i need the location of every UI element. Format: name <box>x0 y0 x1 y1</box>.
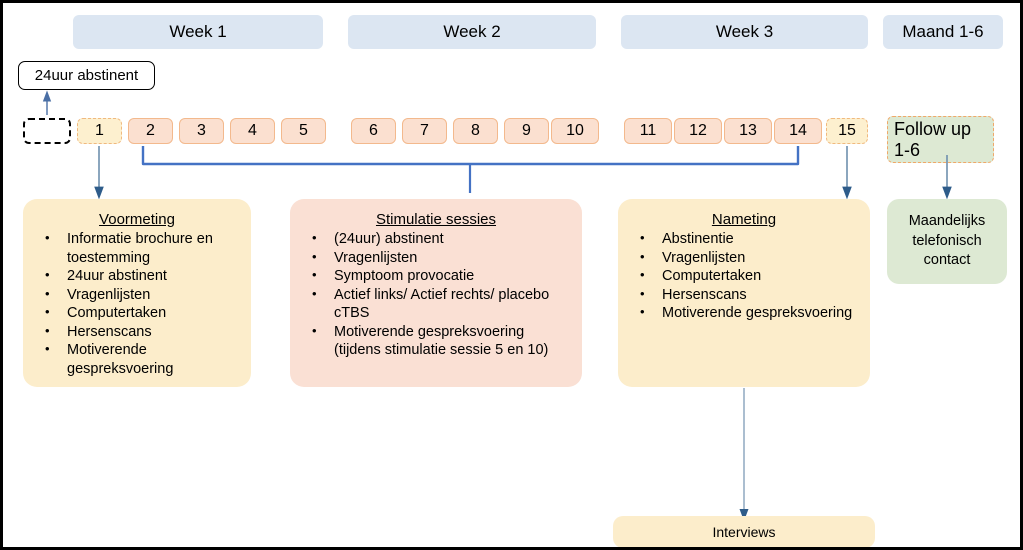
session-chip-baseline[interactable] <box>23 118 71 144</box>
list-item: Motiverende gespreksvoering <box>632 304 856 323</box>
session-chip-6[interactable]: 6 <box>351 118 396 144</box>
session-chip-11[interactable]: 11 <box>624 118 672 144</box>
list-item: Computertaken <box>632 267 856 286</box>
panel-item-list: Abstinentie Vragenlijsten Computertaken … <box>632 230 856 323</box>
session-chip-10[interactable]: 10 <box>551 118 599 144</box>
session-chip-9[interactable]: 9 <box>504 118 549 144</box>
abstinence-note-box: 24uur abstinent <box>18 61 155 90</box>
session-chip-label: 12 <box>689 122 707 139</box>
session-chip-label: 13 <box>739 122 757 139</box>
session-chip-2[interactable]: 2 <box>128 118 173 144</box>
panel-voormeting: Voormeting Informatie brochure en toeste… <box>23 199 251 387</box>
list-item: Hersenscans <box>37 323 237 342</box>
session-chip-5[interactable]: 5 <box>281 118 326 144</box>
session-chip-14[interactable]: 14 <box>774 118 822 144</box>
list-item: Motiverende gespreksvoering <box>37 341 237 378</box>
abstinence-note-label: 24uur abstinent <box>34 67 139 84</box>
panel-nameting: Nameting Abstinentie Vragenlijsten Compu… <box>618 199 870 387</box>
list-item: Motiverende gespreksvoering (tijdens sti… <box>304 323 568 360</box>
week-bar-maand-1-6: Maand 1-6 <box>883 15 1003 49</box>
list-item: Symptoom provocatie <box>304 267 568 286</box>
list-item: Actief links/ Actief rechts/ placebo cTB… <box>304 286 568 323</box>
list-item: Computertaken <box>37 304 237 323</box>
week-bar-label: Maand 1-6 <box>902 22 984 41</box>
list-item: 24uur abstinent <box>37 267 237 286</box>
panel-item-list: Informatie brochure en toestemming 24uur… <box>37 230 237 378</box>
week-bar-week-1: Week 1 <box>73 15 323 49</box>
week-bar-label: Week 2 <box>443 22 501 41</box>
session-chip-15[interactable]: 15 <box>826 118 868 144</box>
session-chip-label: 10 <box>566 122 584 139</box>
session-chip-13[interactable]: 13 <box>724 118 772 144</box>
session-chip-label: 4 <box>248 122 257 139</box>
list-item: Vragenlijsten <box>304 249 568 268</box>
session-chip-label: 3 <box>197 122 206 139</box>
session-chip-label: 8 <box>471 122 480 139</box>
monthly-contact-box: Maandelijks telefonisch contact <box>887 199 1007 284</box>
bracket-stimulation-sessions <box>141 146 800 166</box>
list-item: Abstinentie <box>632 230 856 249</box>
session-chip-7[interactable]: 7 <box>402 118 447 144</box>
panel-stimulatie-sessies: Stimulatie sessies (24uur) abstinent Vra… <box>290 199 582 387</box>
session-chip-label: 11 <box>639 122 657 139</box>
panel-item-list: (24uur) abstinent Vragenlijsten Symptoom… <box>304 230 568 360</box>
followup-label: Follow up 1-6 <box>894 119 972 160</box>
session-chip-12[interactable]: 12 <box>674 118 722 144</box>
session-chip-4[interactable]: 4 <box>230 118 275 144</box>
session-chip-label: 7 <box>420 122 429 139</box>
session-chip-label: 1 <box>95 122 104 139</box>
session-chip-1[interactable]: 1 <box>77 118 122 144</box>
panel-title: Nameting <box>711 211 777 228</box>
panel-title: Voormeting <box>99 211 175 228</box>
week-bar-label: Week 3 <box>715 22 774 41</box>
interviews-label: Interviews <box>712 524 776 540</box>
week-bar-week-3: Week 3 <box>621 15 868 49</box>
list-item: Informatie brochure en toestemming <box>37 230 237 267</box>
session-chip-label: 2 <box>146 122 155 139</box>
list-item: Vragenlijsten <box>632 249 856 268</box>
list-item: (24uur) abstinent <box>304 230 568 249</box>
session-chip-3[interactable]: 3 <box>179 118 224 144</box>
session-chip-label: 5 <box>299 122 308 139</box>
interviews-box: Interviews <box>613 516 875 547</box>
session-chip-8[interactable]: 8 <box>453 118 498 144</box>
list-item: Hersenscans <box>632 286 856 305</box>
session-chip-label: 14 <box>789 122 807 139</box>
followup-box[interactable]: Follow up 1-6 <box>887 116 994 164</box>
monthly-contact-label: Maandelijks telefonisch contact <box>908 213 986 269</box>
week-bar-week-2: Week 2 <box>348 15 596 49</box>
session-chip-label: 6 <box>369 122 378 139</box>
week-bar-label: Week 1 <box>169 22 227 41</box>
session-chip-label: 15 <box>838 122 856 139</box>
session-chip-label: 9 <box>522 122 531 139</box>
panel-title: Stimulatie sessies <box>375 211 497 228</box>
list-item: Vragenlijsten <box>37 286 237 305</box>
